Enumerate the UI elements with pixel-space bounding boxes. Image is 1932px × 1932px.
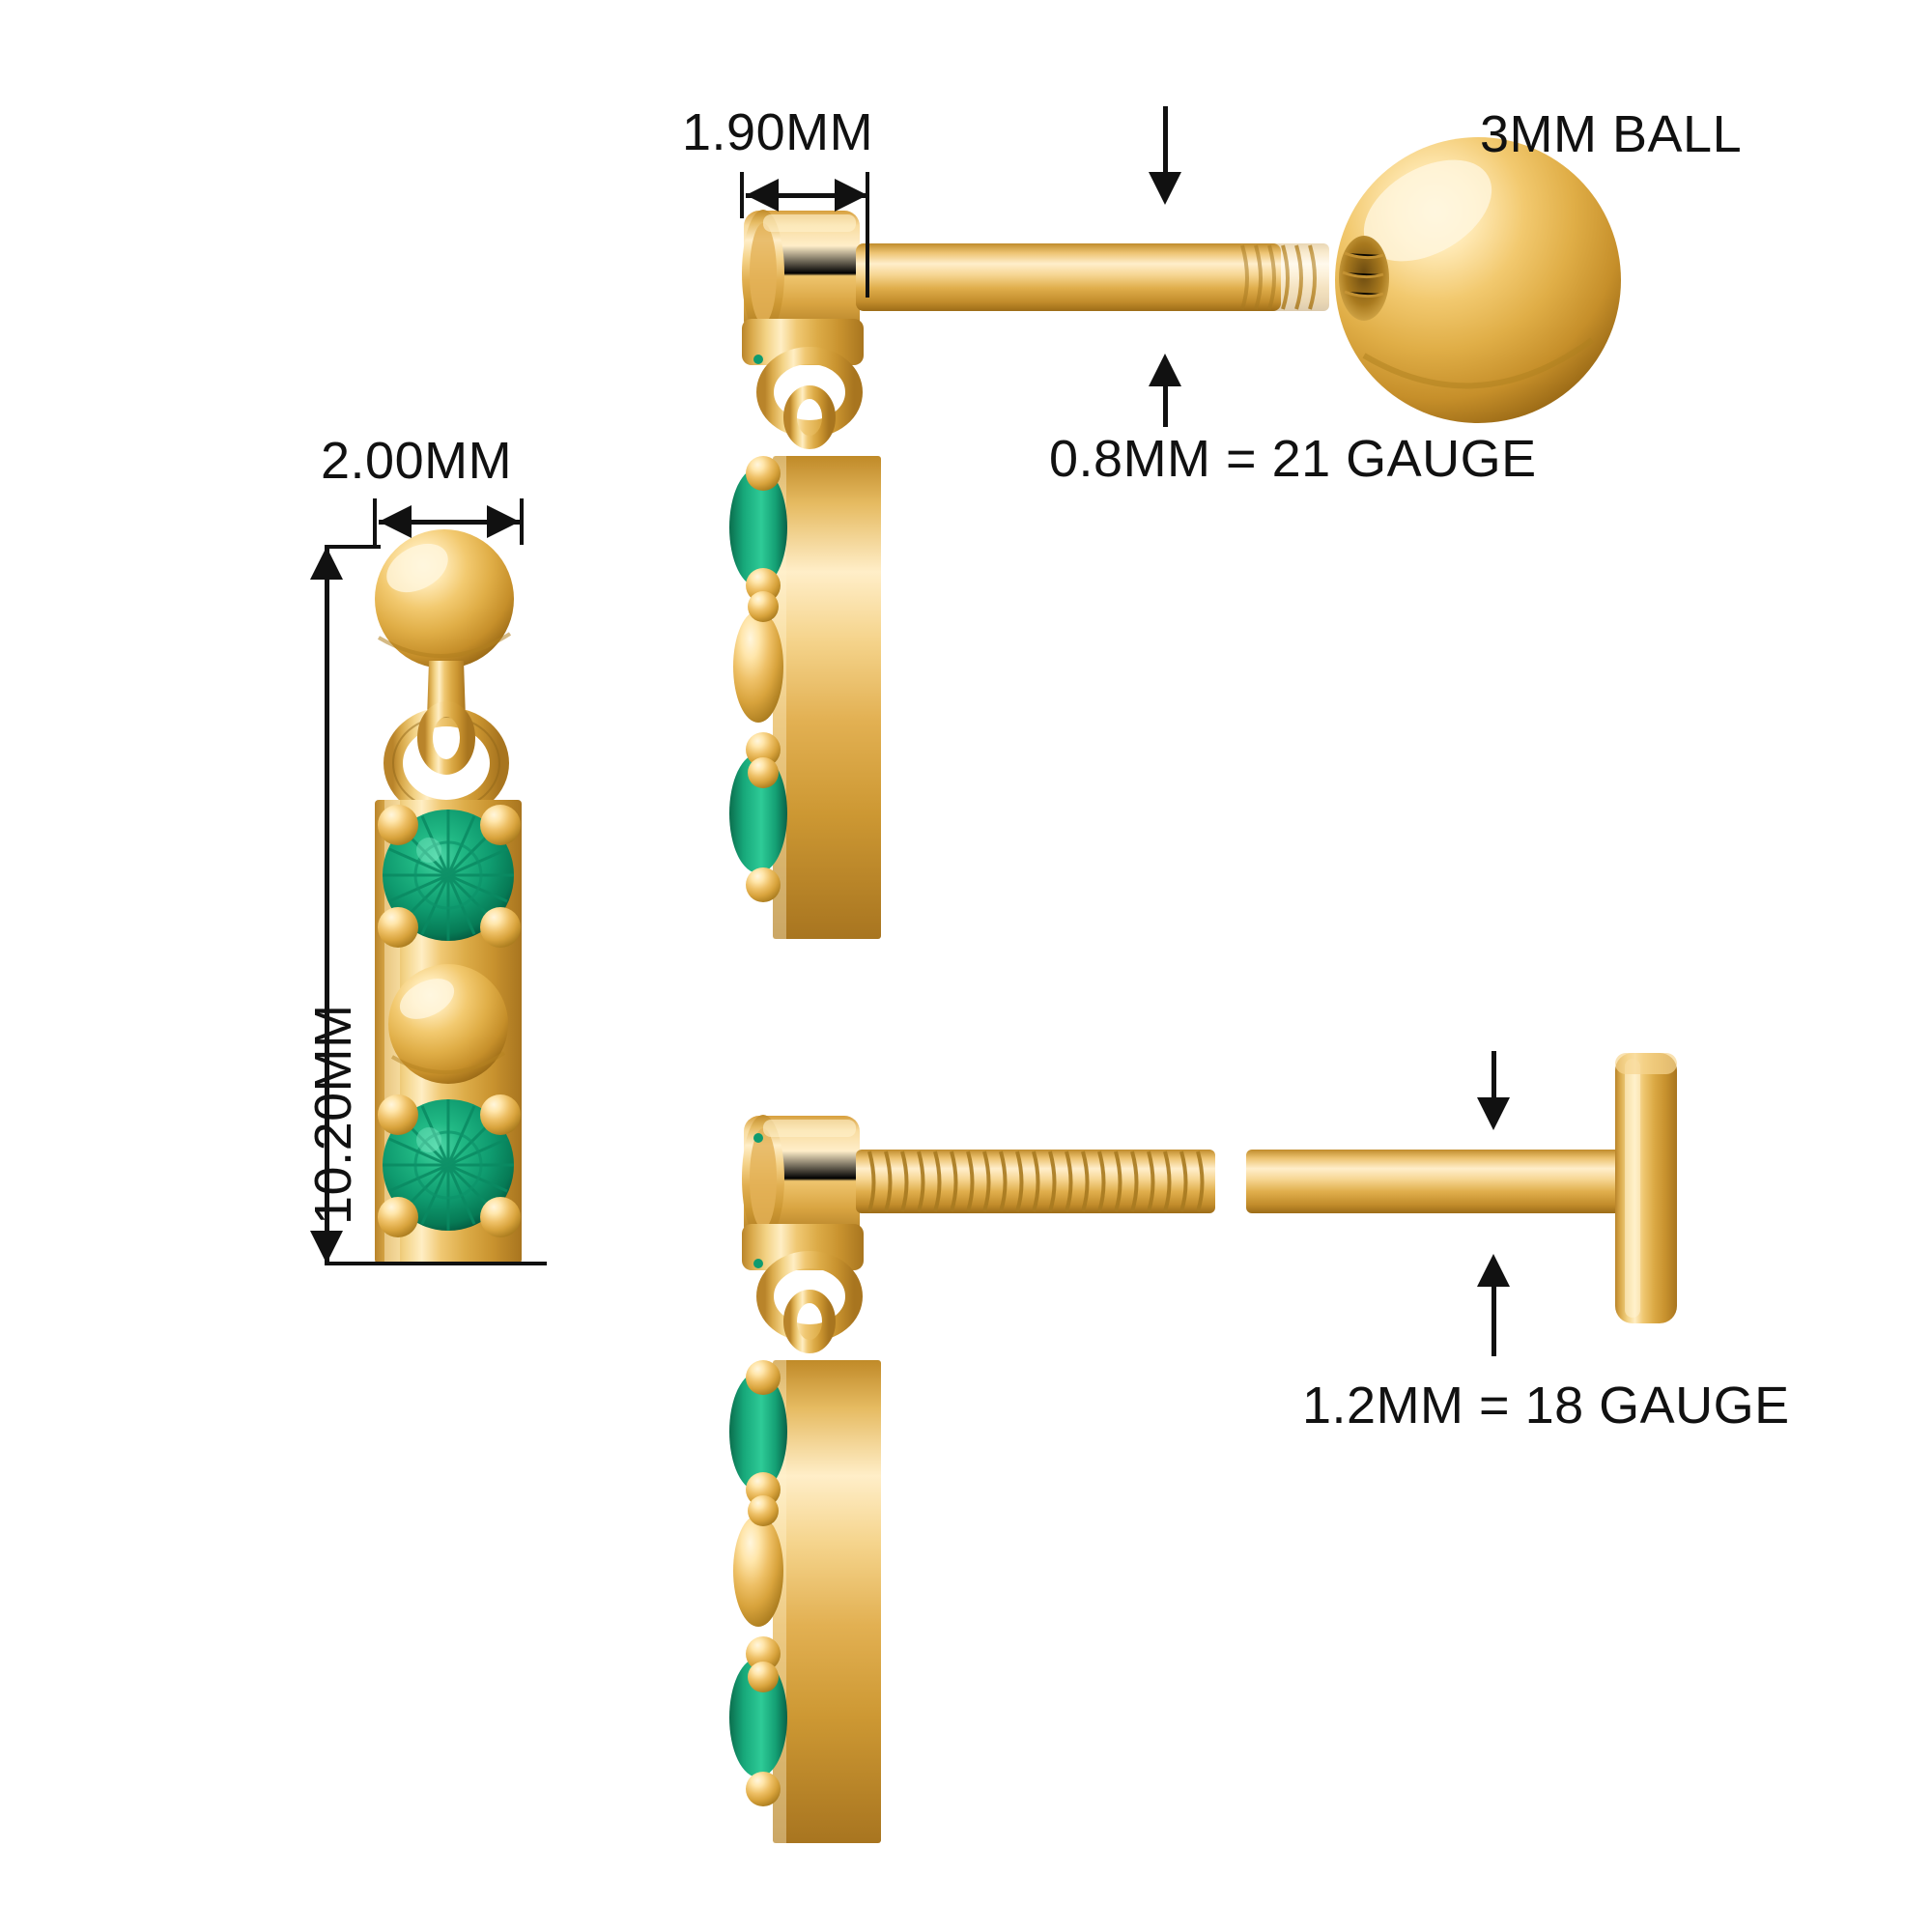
ext-line-height-bottom xyxy=(325,1262,547,1265)
arrow-gauge-thin-top xyxy=(1149,172,1181,205)
arrow-gauge-thin-bottom xyxy=(1149,354,1181,386)
arrow-height-bottom xyxy=(310,1231,343,1264)
gem-bottom xyxy=(378,1094,521,1237)
ext-line-width-left xyxy=(373,498,377,545)
dim-label-width-front: 2.00MM xyxy=(321,432,513,490)
dimline-gauge-thick-upper xyxy=(1492,1051,1496,1111)
labret-threads xyxy=(867,1151,1205,1212)
barbell-assembly xyxy=(729,137,1621,939)
dimline-width-side xyxy=(746,193,866,198)
gem-top xyxy=(378,805,521,948)
dimline-gauge-thin-upper xyxy=(1163,106,1168,193)
dim-label-gauge-thick: 1.2MM = 18 GAUGE xyxy=(1302,1377,1790,1435)
ext-line-side-right xyxy=(866,172,869,298)
arrow-width-right xyxy=(487,505,520,538)
ext-line-side-left xyxy=(740,172,744,218)
ext-line-width-right xyxy=(520,498,524,545)
dimline-width-front xyxy=(379,520,520,525)
ball-back-3mm xyxy=(1335,137,1621,423)
dimline-height-front xyxy=(325,547,329,1264)
labret-cap xyxy=(742,1115,864,1270)
barbell-post xyxy=(856,243,1281,311)
dimline-gauge-thick-lower xyxy=(1492,1267,1496,1356)
gold-ball-top xyxy=(375,529,514,668)
ext-line-height-top xyxy=(325,545,381,549)
arrow-width-left xyxy=(379,505,412,538)
arrow-gauge-thick-top xyxy=(1477,1097,1510,1130)
side-view-pendant-top xyxy=(729,347,881,939)
dim-label-height-front: 10.20MM xyxy=(304,1004,362,1225)
gem-bar xyxy=(375,800,522,1264)
front-view-pendant xyxy=(375,529,522,1264)
arrow-gauge-thick-bottom xyxy=(1477,1254,1510,1287)
dim-label-width-side: 1.90MM xyxy=(682,103,874,161)
labret-post xyxy=(856,1150,1215,1213)
arrow-side-right xyxy=(835,179,867,212)
dimline-gauge-thin-lower xyxy=(1163,365,1168,427)
dim-label-ball-size: 3MM BALL xyxy=(1480,105,1743,163)
labret-flat-disc xyxy=(1615,1053,1677,1323)
labret-shaft xyxy=(1246,1150,1633,1213)
jump-ring xyxy=(384,701,509,819)
gold-bead-middle xyxy=(388,964,508,1084)
dim-label-gauge-thin: 0.8MM = 21 GAUGE xyxy=(1049,430,1537,488)
arrow-side-left xyxy=(746,179,779,212)
arrow-height-top xyxy=(310,547,343,580)
labret-assembly xyxy=(742,1053,1677,1323)
barbell-cap xyxy=(742,210,864,365)
